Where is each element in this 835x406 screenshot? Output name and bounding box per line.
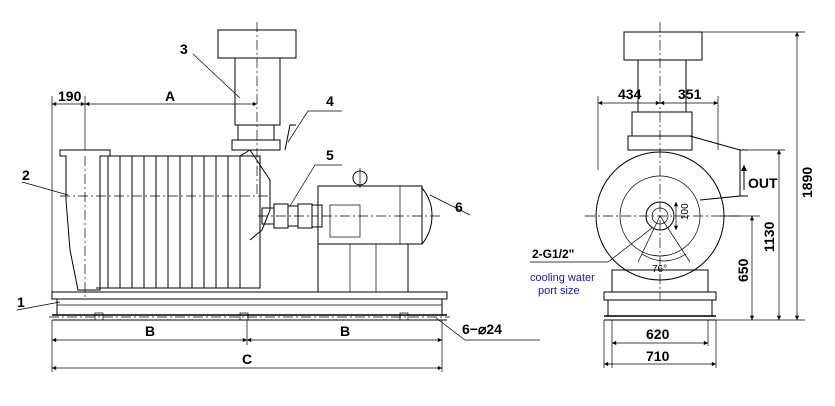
dim-B-right: B — [340, 323, 350, 339]
dim-434: 434 — [618, 86, 642, 102]
part-label-1: 1 — [17, 294, 25, 310]
side-top-dimensions — [51, 96, 257, 292]
pump-casing — [59, 22, 318, 300]
mounting-holes-label: 6−⌀24 — [462, 321, 502, 337]
part-label-2: 2 — [22, 167, 30, 183]
dim-710: 710 — [646, 348, 670, 364]
dim-100: 100 — [680, 203, 691, 220]
side-bottom-dimensions — [51, 317, 540, 372]
port-note-line2: port size — [538, 285, 580, 297]
dim-1890: 1890 — [799, 167, 815, 198]
part-label-6: 6 — [455, 199, 463, 215]
part-label-3: 3 — [180, 41, 188, 57]
dim-620: 620 — [646, 326, 670, 342]
angle-76: 76° — [652, 264, 667, 275]
dim-A: A — [165, 88, 175, 104]
base-frame — [49, 291, 450, 321]
dim-190: 190 — [58, 88, 82, 104]
side-view: 1 2 3 4 5 6 190 A B B C 6−⌀24 — [16, 22, 540, 372]
dim-650: 650 — [735, 258, 751, 282]
dim-351: 351 — [678, 86, 702, 102]
part-label-5: 5 — [326, 147, 334, 163]
port-note-line1: cooling water — [530, 272, 595, 284]
drive-motor — [311, 168, 440, 293]
part-leaders — [16, 53, 471, 311]
end-view — [530, 22, 805, 368]
outlet-label: OUT — [748, 175, 778, 191]
dim-C: C — [242, 351, 252, 367]
dim-B-left: B — [145, 323, 155, 339]
dim-1130: 1130 — [761, 221, 777, 252]
port-spec-label: 2-G1/2" — [532, 247, 574, 261]
part-label-4: 4 — [326, 93, 334, 109]
